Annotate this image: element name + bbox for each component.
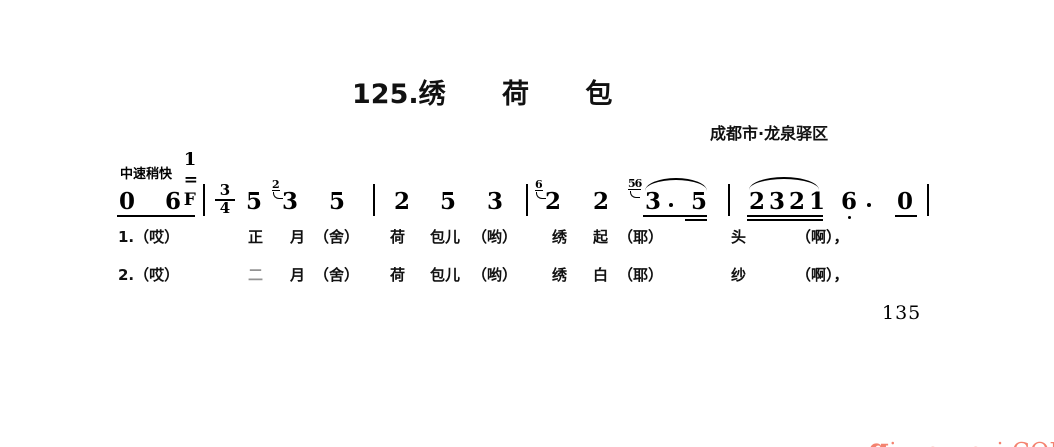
augmentation-dot bbox=[867, 203, 871, 207]
lyric-syllable: 月 bbox=[290, 228, 306, 246]
barline-5 bbox=[927, 184, 929, 216]
lyric-syllable: 绣 bbox=[552, 266, 568, 284]
page-title: 125.绣 荷 包 bbox=[352, 79, 613, 110]
note-2: 2 bbox=[545, 188, 562, 215]
note-3: 3 bbox=[645, 188, 662, 215]
time-signature: 3 4 bbox=[215, 181, 235, 217]
time-signature-numerator: 3 bbox=[219, 181, 231, 199]
lyric-syllable: 包儿 bbox=[430, 266, 461, 284]
lyric-syllable: 2.（哎） bbox=[118, 266, 180, 284]
lyric-syllable: 绣 bbox=[552, 228, 568, 246]
lyric-syllable: （啊）， bbox=[796, 228, 849, 246]
note-3: 3 bbox=[487, 188, 504, 215]
note-3: 3 bbox=[769, 188, 786, 215]
lyric-syllable: 纱 bbox=[731, 266, 747, 284]
beam-group bbox=[747, 215, 823, 217]
grace-note-group: 2 bbox=[272, 178, 280, 192]
note-5: 5 bbox=[246, 188, 263, 215]
slur-arc bbox=[749, 177, 819, 190]
beam-rest bbox=[895, 215, 917, 217]
note-1: 1 bbox=[809, 188, 826, 215]
note-0: 0 bbox=[119, 188, 136, 215]
lyric-syllable: 包儿 bbox=[430, 228, 461, 246]
lyric-syllable: 荷 bbox=[390, 266, 406, 284]
lyric-syllable: 荷 bbox=[390, 228, 406, 246]
lyric-syllable: 1.（哎） bbox=[118, 228, 180, 246]
barline-1 bbox=[203, 184, 205, 216]
note-5: 5 bbox=[329, 188, 346, 215]
lyric-syllable: （耶） bbox=[618, 228, 664, 246]
lyric-syllable: 月 bbox=[290, 266, 306, 284]
note-3: 3 bbox=[282, 188, 299, 215]
beam-pickup bbox=[117, 215, 195, 217]
grace-note: 56 bbox=[628, 177, 642, 191]
music-staff-line: 0 6 3 4 5 2 3 5 2 5 3 6 2 2 56 bbox=[115, 177, 930, 222]
beam-group-second bbox=[747, 219, 823, 221]
low-octave-dot bbox=[848, 216, 851, 219]
grace-note: 6 bbox=[535, 178, 543, 192]
key-note-letter: F bbox=[183, 190, 196, 210]
lyric-syllable: 头 bbox=[731, 228, 747, 246]
note-2: 2 bbox=[394, 188, 411, 215]
lyric-syllable: 起 bbox=[593, 228, 609, 246]
page-number: 135 bbox=[882, 302, 922, 324]
key-do-number: 1 bbox=[183, 149, 197, 170]
site-watermark: qiyuexuexi.COM bbox=[836, 404, 1054, 447]
augmentation-dot bbox=[669, 203, 673, 207]
lyric-syllable: 正 bbox=[248, 228, 264, 246]
note-0: 0 bbox=[897, 188, 914, 215]
barline-4 bbox=[728, 184, 730, 216]
slur-arc bbox=[645, 178, 707, 191]
beam-group-second bbox=[685, 219, 707, 221]
note-2: 2 bbox=[789, 188, 806, 215]
tempo-marking: 中速稍快 bbox=[120, 167, 173, 182]
attribution-text: 成都市·龙泉驿区 bbox=[710, 124, 829, 143]
note-5: 5 bbox=[691, 188, 708, 215]
note-6: 6 bbox=[165, 188, 182, 215]
note-2: 2 bbox=[593, 188, 610, 215]
lyric-syllable: （耶） bbox=[618, 266, 664, 284]
lyrics-verse-2: 2.（哎） 二 月 （舍） 荷 包儿 （哟） 绣 白 （耶） 纱 （啊）， bbox=[118, 264, 849, 447]
grace-note: 2 bbox=[272, 178, 280, 192]
note-2: 2 bbox=[749, 188, 766, 215]
grace-note-tail-icon bbox=[536, 192, 546, 199]
grace-note-tail-icon bbox=[273, 192, 283, 199]
time-signature-denominator: 4 bbox=[215, 198, 235, 217]
lyric-syllable: （哟） bbox=[472, 266, 518, 284]
lyric-syllable: 白 bbox=[593, 266, 609, 284]
beam-group bbox=[643, 215, 707, 217]
barline-2 bbox=[373, 184, 375, 216]
grace-note-group: 56 bbox=[628, 177, 642, 191]
lyric-syllable: （舍） bbox=[314, 266, 360, 284]
key-equals-sign: = bbox=[183, 170, 198, 190]
watermark-domain-text: iyuexuexi.COM bbox=[889, 439, 1054, 447]
lyric-syllable: 二 bbox=[248, 266, 264, 284]
grace-note-group: 6 bbox=[535, 178, 543, 192]
key-signature: 1 = F bbox=[160, 129, 198, 230]
lyrics-verse-1: 1.（哎） 正 月 （舍） 荷 包儿 （哟） 绣 起 （耶） 头 （啊）， bbox=[118, 226, 849, 447]
watermark-first-letter: q bbox=[869, 432, 890, 447]
grace-note-tail-icon bbox=[630, 191, 640, 198]
barline-3 bbox=[526, 184, 528, 216]
note-6: 6 bbox=[841, 188, 858, 215]
lyric-syllable: （啊）， bbox=[796, 266, 849, 284]
note-5: 5 bbox=[440, 188, 457, 215]
lyric-syllable: （哟） bbox=[472, 228, 518, 246]
lyric-syllable: （舍） bbox=[314, 228, 360, 246]
